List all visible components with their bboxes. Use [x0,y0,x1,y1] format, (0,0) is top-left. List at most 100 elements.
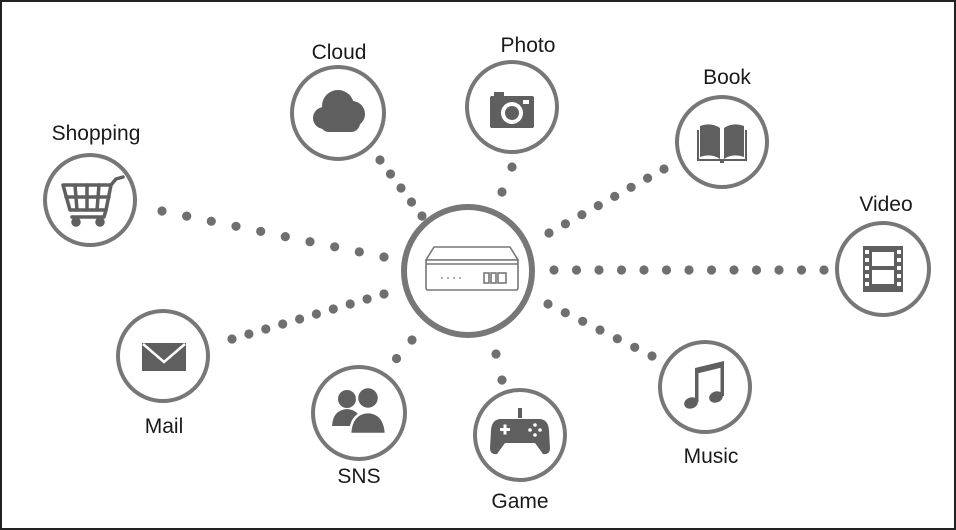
envelope-icon [142,343,186,371]
connector-dot [407,335,417,345]
node-mail: Mail [116,309,210,438]
node-shopping: Shopping [43,122,141,247]
film-strip-icon [863,246,903,292]
connector-dot [375,155,385,165]
connector-game [491,349,507,385]
connector-dot [594,265,604,275]
connector-dot [729,265,739,275]
node-shopping-label: Shopping [52,122,141,145]
connector-dot [643,173,653,183]
connector-dot [227,334,237,344]
connector-dot [560,219,571,229]
node-music-label: Music [684,445,739,468]
connector-dot [610,191,620,201]
connector-dot [206,216,216,226]
node-sns: SNS [311,365,407,488]
node-video: Video [835,193,931,317]
connector-music [543,299,657,361]
connector-book [544,164,669,238]
connector-dot [280,232,290,242]
connector-dot [261,324,271,334]
connector-dot [577,210,587,220]
connector-dot [345,299,355,309]
connector-dot [626,182,636,192]
people-icon [332,385,388,436]
connector-dot [661,265,672,275]
connectors [157,155,829,385]
connector-dot [379,289,389,299]
connector-dot [231,221,241,231]
node-cloud: Cloud [290,41,386,161]
connector-dot [354,247,364,257]
connector-dot [385,169,396,179]
node-game: Game [473,388,567,513]
network-storage-device-icon [424,246,520,291]
connector-dot [391,353,402,364]
connector-video [549,265,829,275]
connector-dot [560,308,570,318]
connector-dot [571,265,582,275]
node-music-ring [658,340,752,434]
connector-dot [774,265,784,275]
connector-dot [278,319,288,329]
connector-dot [578,316,588,326]
connector-dot [659,164,669,174]
node-book-ring [675,95,769,189]
connector-dot [157,206,167,216]
connector-dot [396,183,406,193]
connector-dot [706,265,717,275]
connector-dot [612,334,622,344]
connector-dot [549,265,559,275]
connector-dot [256,226,266,236]
node-music: Music [658,340,752,468]
node-video-label: Video [859,193,912,216]
node-book: Book [675,66,769,189]
node-mail-label: Mail [145,415,184,438]
connector-dot [497,187,507,197]
node-shopping-ring [43,153,137,247]
connector-dot [819,265,829,275]
connector-dot [647,351,657,361]
connector-dot [616,265,627,275]
connector-dot [330,242,340,252]
connector-dot [295,314,305,324]
node-book-label: Book [703,66,751,89]
connector-dot [751,265,762,275]
connector-shopping [157,206,389,262]
connector-dot [244,329,254,339]
connector-dot [497,375,507,385]
connector-dot [796,265,807,275]
shopping-cart-icon [61,175,125,227]
connector-dot [362,294,372,304]
connector-dot [379,252,389,262]
connector-photo [497,162,517,197]
connector-dot [684,265,694,275]
connector-dot [406,197,417,207]
node-cloud-label: Cloud [312,41,367,64]
connector-dot [182,211,192,221]
connector-dot [595,325,605,335]
node-sns-label: SNS [337,465,380,488]
cloud-icon [313,90,365,132]
camera-icon [490,92,534,128]
node-game-label: Game [491,490,548,513]
connector-dot [417,211,427,221]
connector-dot [311,309,321,319]
connector-dot [630,342,640,352]
connector-mail [227,289,389,344]
connector-dot [507,162,517,172]
connector-dot [328,304,338,314]
center-hub [401,204,535,338]
node-photo-label: Photo [501,34,556,57]
gamepad-icon [490,408,550,455]
connector-dot [305,237,315,247]
connector-cloud [375,155,427,221]
connector-dot [544,228,554,238]
music-note-icon [684,361,724,409]
connector-dot [593,201,603,211]
connector-dot [543,299,553,309]
connector-dot [639,265,649,275]
node-sns-ring [311,365,407,461]
